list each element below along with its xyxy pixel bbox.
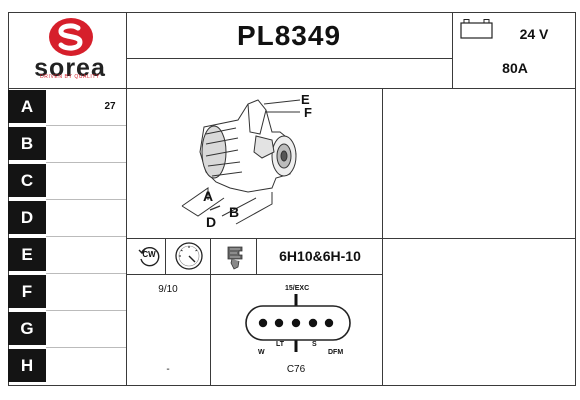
grid-line bbox=[8, 12, 576, 13]
row-label-e: E bbox=[8, 238, 46, 271]
brand-tagline: DRIVEN BY QUALITY bbox=[40, 74, 100, 80]
grid-line bbox=[46, 125, 126, 126]
row-label-h: H bbox=[8, 349, 46, 382]
grid-line bbox=[8, 12, 9, 386]
grid-line bbox=[165, 238, 166, 274]
diagram-label-f: F bbox=[304, 105, 312, 120]
voltage-value: 24 V bbox=[519, 26, 549, 42]
part-number: PL8349 bbox=[236, 20, 342, 51]
grid-line bbox=[8, 88, 576, 89]
grid-line bbox=[126, 274, 382, 275]
dash-value: - bbox=[166, 363, 170, 375]
sorea-logo-icon bbox=[49, 18, 93, 56]
grid-line bbox=[452, 12, 453, 88]
rotation-arrow-icon bbox=[138, 246, 160, 267]
grid-line bbox=[46, 236, 126, 237]
grid-line bbox=[126, 12, 127, 386]
row-label-f: F bbox=[8, 275, 46, 308]
brand-name: sorea bbox=[34, 54, 106, 82]
diagram-label-b: B bbox=[229, 204, 240, 220]
row-label-g: G bbox=[8, 312, 46, 345]
diagram-label-e: E bbox=[301, 92, 310, 107]
grid-line bbox=[256, 238, 257, 274]
alternator-diagram bbox=[181, 99, 301, 225]
connector-diagram bbox=[245, 294, 351, 352]
connector-s-label: S bbox=[312, 341, 317, 348]
grid-line bbox=[126, 238, 576, 239]
connector-lt-label: LT bbox=[276, 341, 285, 348]
connector-dfm-label: DFM bbox=[328, 349, 344, 356]
grid-line bbox=[46, 199, 126, 200]
diagram-label-d: D bbox=[206, 214, 217, 230]
connector-w-label: W bbox=[258, 349, 265, 356]
grid-line bbox=[382, 88, 383, 386]
row-label-a: A bbox=[8, 90, 46, 123]
grid-line bbox=[8, 385, 576, 386]
gauge-icon bbox=[175, 242, 203, 270]
grid-line bbox=[575, 12, 576, 386]
battery-icon bbox=[460, 19, 493, 39]
connector-code: C76 bbox=[286, 363, 306, 375]
regulator-icon bbox=[227, 246, 243, 270]
grid-line bbox=[46, 162, 126, 163]
grid-line bbox=[126, 58, 452, 59]
row-value-a: 27 bbox=[104, 101, 116, 112]
connector-top-label: 15/EXC bbox=[285, 285, 310, 292]
row-label-c: C bbox=[8, 164, 46, 197]
pulley-code: 6H10&6H-10 bbox=[279, 248, 361, 264]
rotation-indicator: CW bbox=[137, 244, 161, 268]
ratio-value: 9/10 bbox=[158, 283, 178, 295]
row-label-b: B bbox=[8, 127, 46, 160]
grid-line bbox=[46, 273, 126, 274]
rotation-label: CW bbox=[142, 250, 156, 259]
amperage-value: 80A bbox=[502, 60, 528, 76]
diagram-label-a: A bbox=[203, 188, 214, 204]
grid-line bbox=[46, 347, 126, 348]
grid-line bbox=[210, 238, 211, 386]
grid-line bbox=[46, 310, 126, 311]
row-label-d: D bbox=[8, 201, 46, 234]
